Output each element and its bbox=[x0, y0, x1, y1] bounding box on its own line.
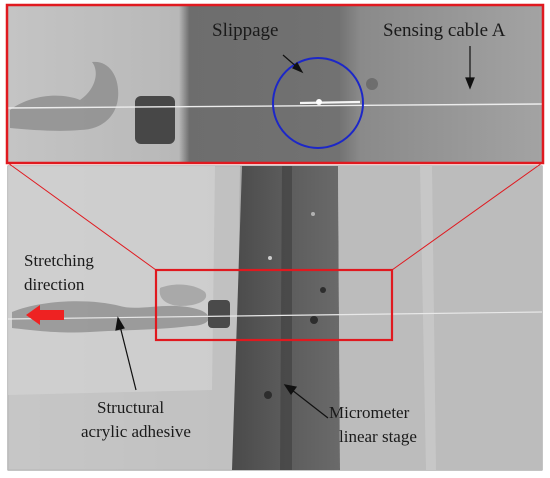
slippage-circle bbox=[272, 57, 364, 149]
label-stretching-1: Stretching bbox=[24, 251, 94, 270]
annotation-arrows bbox=[115, 46, 475, 419]
connector-line-left bbox=[7, 162, 157, 271]
label-slippage: Slippage bbox=[212, 20, 279, 41]
label-stage-1: Micrometer bbox=[329, 403, 410, 422]
stretching-direction-arrow bbox=[26, 305, 64, 325]
label-adhesive-2: acrylic adhesive bbox=[81, 422, 191, 441]
zoom-frame bbox=[5, 3, 545, 165]
inset-region-frame bbox=[154, 268, 394, 342]
label-stage-2: linear stage bbox=[339, 427, 417, 446]
overview-photo bbox=[7, 165, 543, 471]
label-adhesive-1: Structural bbox=[97, 398, 164, 417]
label-stretching-2: direction bbox=[24, 275, 85, 294]
label-sensing-cable: Sensing cable A bbox=[383, 20, 506, 41]
connector-line-right bbox=[391, 162, 543, 271]
zoomed-detail-photo bbox=[7, 6, 543, 162]
